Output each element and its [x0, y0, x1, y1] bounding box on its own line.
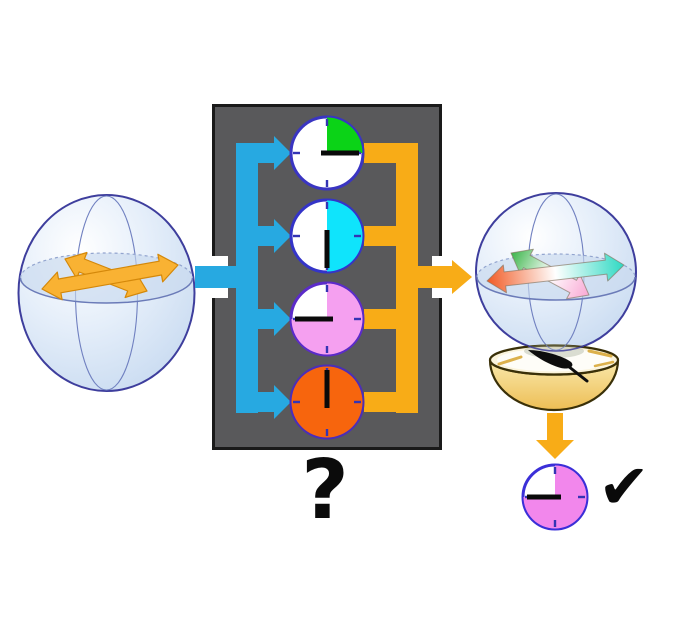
yellow-branch-2 [364, 226, 398, 246]
question-mark: ? [301, 443, 349, 538]
down-arrow-bar [547, 413, 563, 440]
output-bloch-sphere [475, 192, 637, 352]
gold-arrow-sw-ne [41, 253, 179, 301]
blue-arrow-tree-icon [195, 136, 291, 419]
bowl-streak-left [497, 355, 523, 366]
yellow-exit-bar [396, 266, 452, 288]
bowl-streaks [497, 349, 615, 368]
down-arrow-icon [536, 413, 574, 459]
equator-back-edge [476, 253, 636, 278]
blue-branch-1 [258, 143, 274, 163]
orange-cyan-arrow [486, 252, 625, 294]
clock-three-quarter [288, 280, 366, 362]
yellow-arrow-tree-icon [364, 143, 472, 413]
measurement-down-arrow [536, 413, 574, 459]
multicolor-cross-arrows-icon [486, 248, 625, 300]
output-merge-arrows [364, 143, 472, 413]
measurement-bowl [488, 344, 620, 412]
equator-front-edge [19, 277, 194, 304]
clock-quarter [288, 114, 366, 196]
clock-half [288, 197, 366, 279]
needle-tail [566, 364, 589, 383]
blue-branch-3 [258, 309, 274, 329]
yellow-branch-3 [364, 309, 398, 329]
blue-arrowhead-2 [274, 219, 291, 253]
input-bloch-sphere [17, 194, 196, 392]
bowl-streak-right-2 [593, 360, 615, 368]
blue-arrowhead-4 [274, 385, 291, 419]
down-arrowhead [536, 440, 574, 459]
input-branch-arrows [195, 136, 291, 419]
yellow-exit-arrowhead [452, 260, 472, 294]
check-mark: ✔ [598, 450, 650, 523]
yellow-branch-1 [364, 143, 398, 163]
blue-trunk [236, 143, 258, 413]
blue-branch-2 [258, 226, 274, 246]
meridian-through-arc [545, 344, 567, 351]
blue-branch-4 [258, 392, 274, 412]
gold-cross-arrows-icon [41, 251, 179, 301]
result-clock [520, 462, 590, 536]
pointer-needle-icon [528, 350, 589, 383]
sphere-through-arc [527, 345, 585, 352]
bowl-streak-right [587, 349, 613, 358]
clock-full [288, 363, 366, 445]
blue-arrowhead-1 [274, 136, 291, 170]
equator-front-edge [476, 276, 636, 301]
needle-body [528, 350, 573, 369]
blue-arrowhead-3 [274, 302, 291, 336]
yellow-branch-4 [364, 392, 398, 412]
